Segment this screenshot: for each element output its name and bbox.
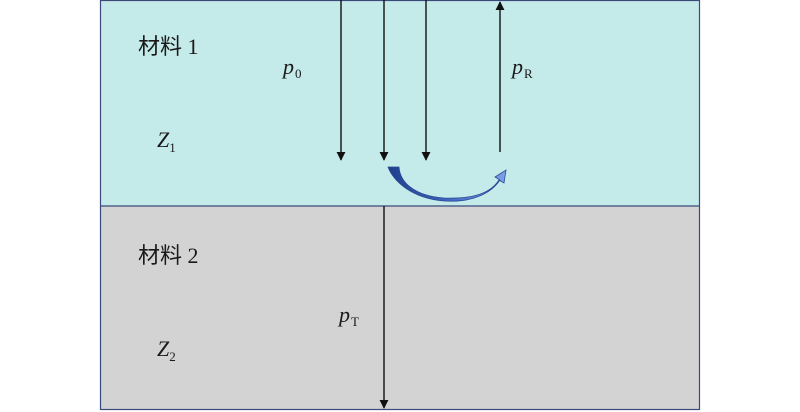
incident-wave-symbol: p [281, 54, 294, 79]
reflected-wave-subscript: R [524, 66, 533, 81]
reflected-wave-label: pR [510, 54, 533, 81]
material-2-label: 材料 2 [138, 243, 199, 268]
impedance-2-symbol: Z [157, 336, 170, 361]
incident-wave-subscript: 0 [295, 66, 302, 81]
transmitted-wave-label: pT [337, 302, 359, 329]
impedance-1-subscript: 1 [169, 140, 176, 155]
impedance-1-label: Z1 [157, 127, 176, 155]
diagram-border [99, 0, 701, 411]
reflection-curve-arrow [387, 166, 507, 202]
transmitted-wave-symbol: p [337, 302, 350, 327]
reflected-wave-symbol: p [510, 54, 523, 79]
transmitted-wave-subscript: T [351, 314, 359, 329]
material-2-region [100, 206, 700, 410]
impedance-2-label: Z2 [157, 336, 176, 364]
impedance-1-symbol: Z [157, 127, 170, 152]
impedance-2-subscript: 2 [169, 349, 176, 364]
material-1-label: 材料 1 [138, 34, 199, 59]
incident-wave-label: p0 [281, 54, 302, 81]
